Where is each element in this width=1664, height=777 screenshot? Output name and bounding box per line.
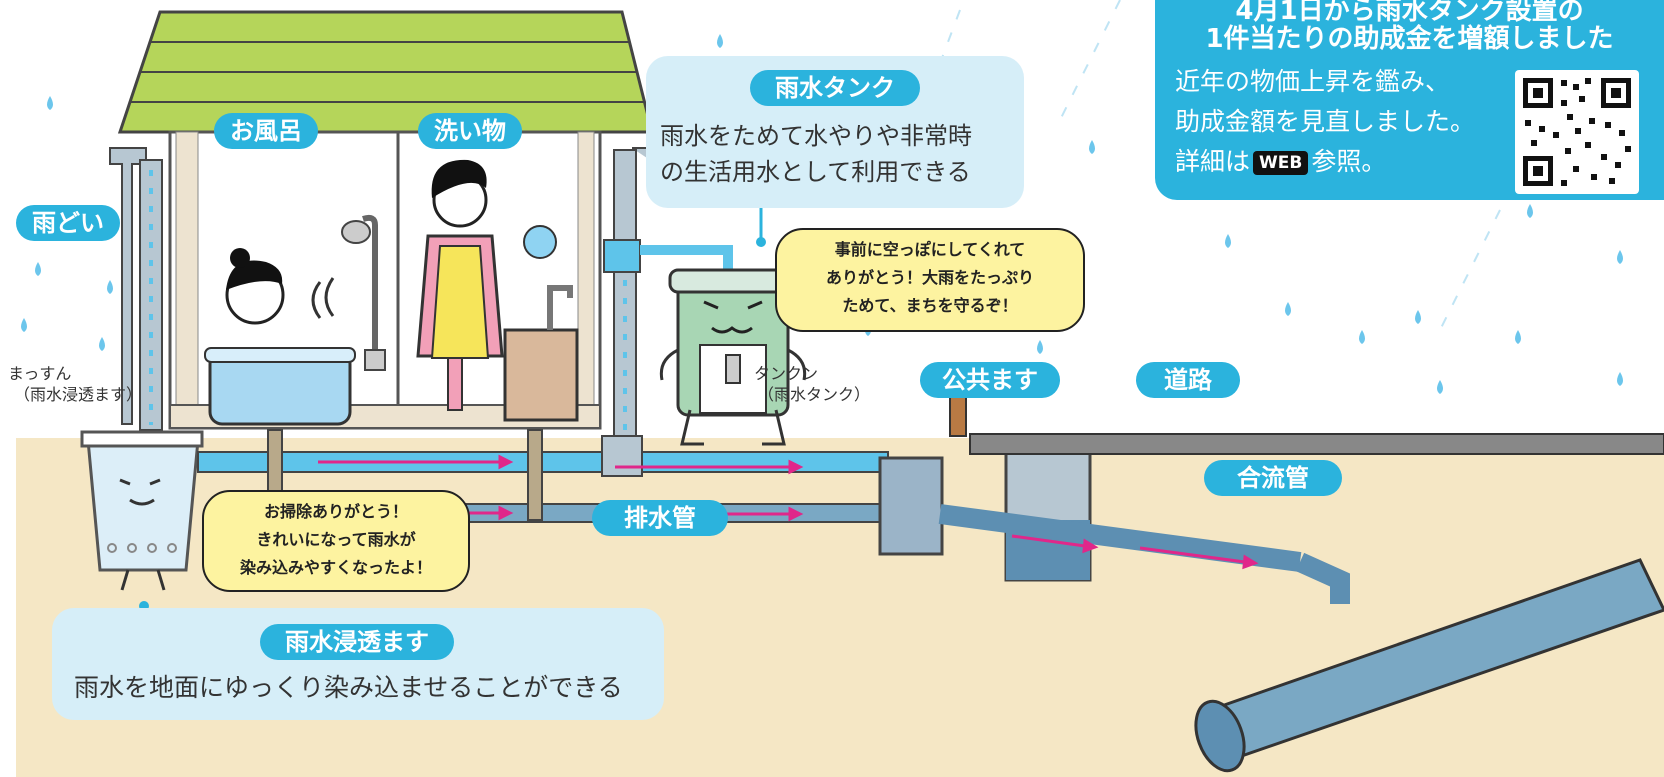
tankun-sub: （雨水タンク） [758,385,871,404]
tankun-speech-bubble: 事前に空っぽにしてくれて ありがとう！大雨をたっぷり ためて、まちを守るぞ！ [775,228,1085,332]
massun-line-2: きれいになって雨水が [256,530,416,549]
web-badge: WEB [1253,151,1309,175]
tankun-line-3: ためて、まちを守るぞ！ [842,296,1018,315]
qr-code-pattern [1523,78,1631,186]
qr-code-icon[interactable] [1515,70,1639,194]
label-amadoi: 雨どい [16,205,120,241]
rain-tank-line-2: の生活用水として利用できる [660,158,971,186]
massun-line-1: お掃除ありがとう！ [263,502,408,521]
massun-speech-bubble: お掃除ありがとう！ きれいになって雨水が 染み込みやすくなったよ！ [202,490,470,592]
massun-infiltration-basin [80,430,204,650]
rain-tank-line-1: 雨水をためて水やりや非常時 [660,122,972,150]
notice-body-2: 助成金額を見直しました。 [1175,107,1476,136]
infiltration-title: 雨水浸透ます [260,624,454,660]
rain-gutter-left [109,147,163,431]
faucet-icon [547,285,573,330]
infiltration-info-box: 雨水浸透ます 雨水を地面にゆっくり染み込ませることができる [52,608,664,720]
label-kokyo-masu: 公共ます [920,362,1060,398]
tank-box-connector-dot [756,237,766,247]
label-doro: 道路 [1136,362,1240,398]
infiltration-line-1: 雨水を地面にゆっくり染み込ませることができる [74,673,623,702]
label-goryukan: 合流管 [1204,460,1342,496]
washing-scene [416,159,579,422]
tankun-line-1: 事前に空っぽにしてくれて [834,240,1026,259]
tankun-name: タンクン [754,364,819,383]
notice-headline-2: 1件当たりの助成金を増額しました [1205,24,1614,54]
rain-tank-info-box: 雨水タンク 雨水をためて水やりや非常時 の生活用水として利用できる [646,56,1024,208]
rain-tank-title: 雨水タンク [750,70,920,106]
label-araimono: 洗い物 [418,113,522,149]
label-haisuikan: 排水管 [592,500,728,536]
bath-scene [204,248,356,426]
shower-icon [341,214,386,371]
tankun-line-2: ありがとう！大雨をたっぷり [825,268,1034,287]
massun-name: まっすん [8,364,72,383]
notice-body-3-post: 参照。 [1311,147,1387,176]
massun-sub: （雨水浸透ます） [14,385,143,404]
massun-line-3: 染み込みやすくなったよ！ [239,558,432,577]
tankun-rain-tank [659,268,807,446]
notice-body-1: 近年の物価上昇を鑑み、 [1175,67,1451,96]
notice-headline-1: 4月1日から雨水タンク設置の [1235,0,1584,26]
label-ofuro: お風呂 [214,113,318,149]
notice-body-3-pre: 詳細は [1175,147,1251,176]
